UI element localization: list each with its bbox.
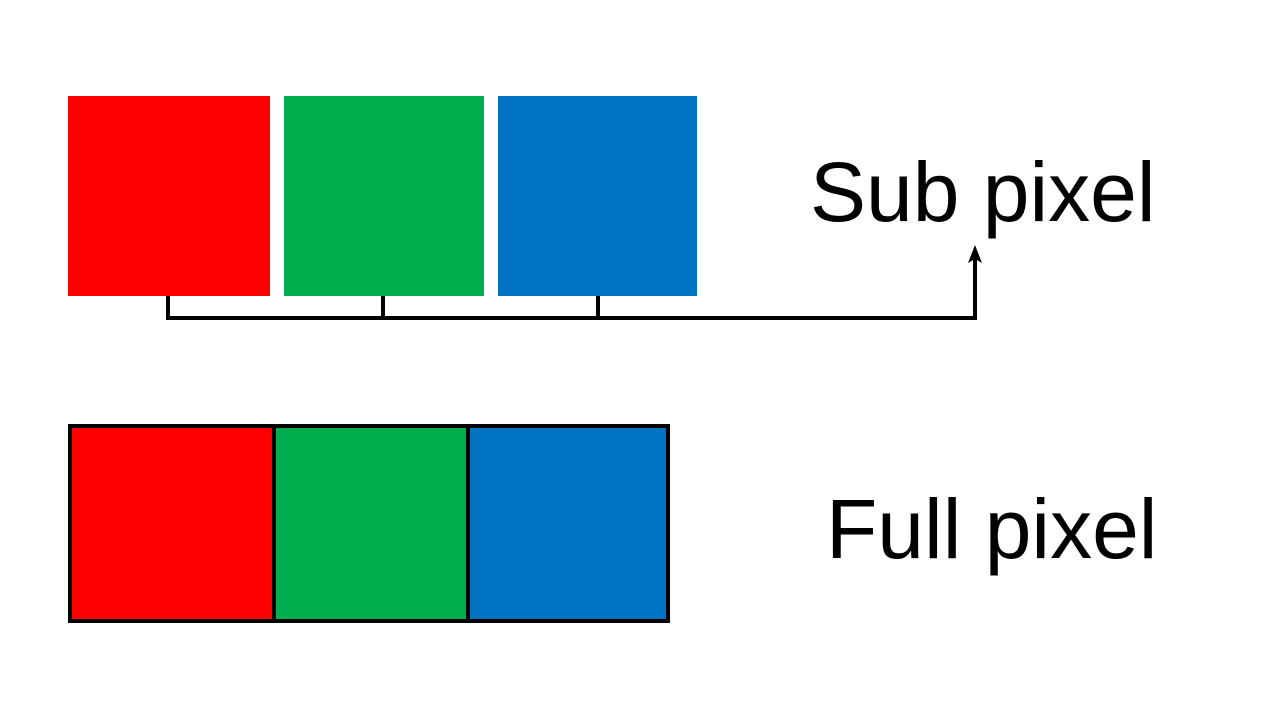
red-subpixel-block: [68, 96, 270, 296]
red-cell-block: [72, 428, 272, 619]
sub-pixel-label: Sub pixel: [810, 145, 1156, 239]
full-pixel-label: Full pixel: [826, 482, 1158, 576]
fullpixel-row: [68, 424, 670, 623]
green-subpixel-block: [284, 96, 484, 296]
blue-cell-block: [470, 428, 666, 619]
green-cell-block: [272, 428, 470, 619]
blue-subpixel-block: [498, 96, 697, 296]
